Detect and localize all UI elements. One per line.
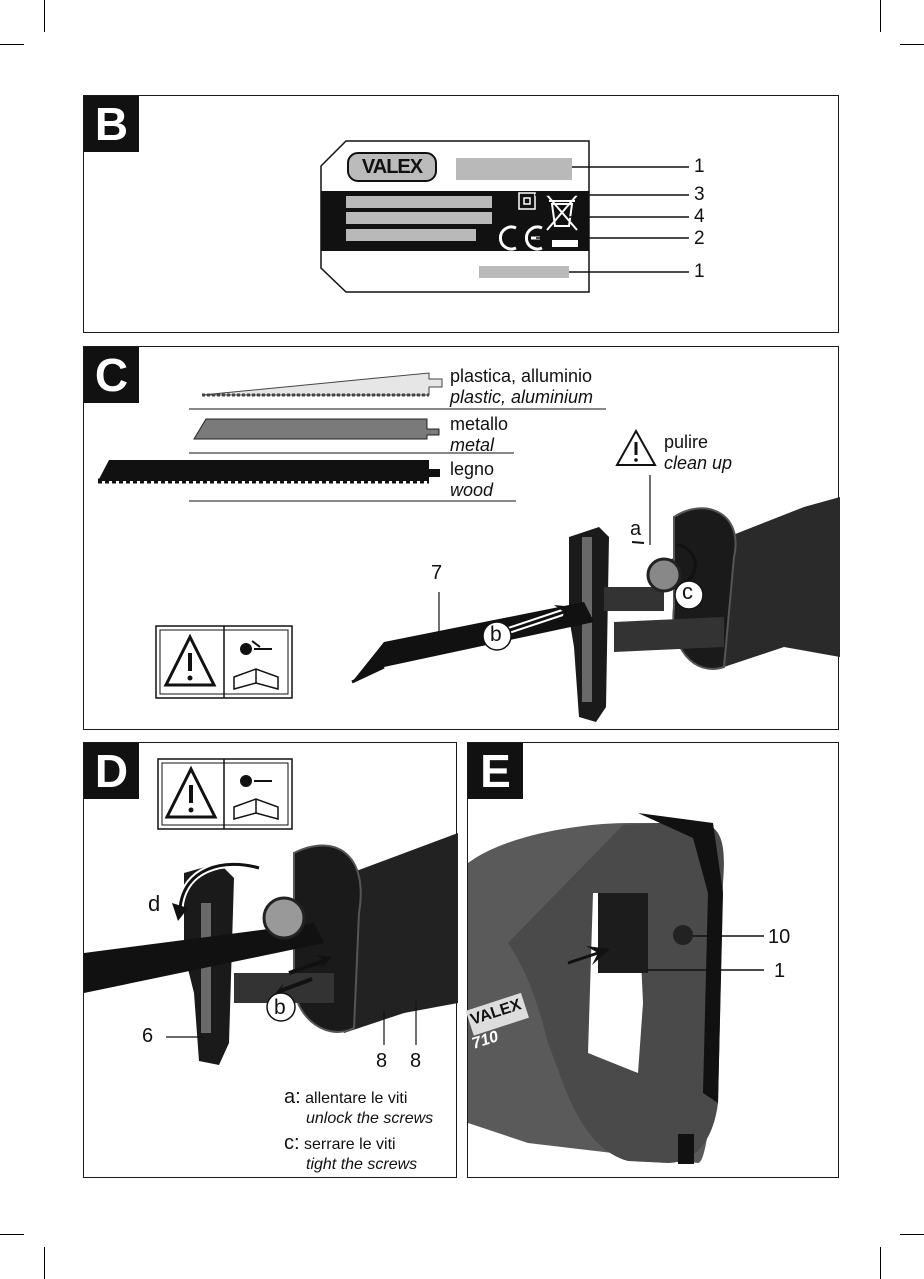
label-c: c: [682, 581, 693, 603]
panel-e: E VALEX 710 10 1: [467, 742, 839, 1178]
rating-label-drawing: [84, 96, 840, 334]
panel-d: D: [83, 742, 457, 1178]
blade-plastic-en: plastic, aluminium: [450, 388, 593, 406]
blade-metal-en: metal: [450, 436, 494, 454]
legend-c-en: tight the screws: [306, 1157, 478, 1173]
warning-triangle-icon: [617, 431, 655, 465]
valex-logo: VALEX: [348, 153, 436, 181]
crop-mark: [0, 1234, 24, 1235]
crop-mark: [0, 44, 24, 45]
callout-1-top: 1: [694, 157, 705, 176]
callout-3: 3: [694, 185, 705, 204]
label-7: 7: [431, 563, 442, 583]
label-b: b: [274, 997, 286, 1018]
legend-c-key: c:: [284, 1132, 300, 1154]
label-6: 6: [142, 1026, 153, 1046]
callout-4: 4: [694, 207, 705, 226]
legend-a-en: unlock the screws: [306, 1111, 478, 1127]
blade-wood-en: wood: [450, 481, 493, 499]
callout-2: 2: [694, 229, 705, 248]
screws-legend: a: allentare le viti unlock the screws c…: [284, 1087, 456, 1159]
label-8-right: 8: [410, 1051, 421, 1071]
crop-mark: [44, 0, 45, 32]
label-1: 1: [774, 961, 785, 981]
crop-mark: [44, 1247, 45, 1279]
warning-it: pulire: [664, 433, 708, 451]
crop-mark: [900, 1234, 924, 1235]
safety-warning-box: [156, 626, 292, 698]
safety-warning-box: [158, 759, 292, 829]
warning-en: clean up: [664, 454, 732, 472]
blade-metal-it: metallo: [450, 415, 508, 433]
legend-a-key: a:: [284, 1086, 301, 1108]
legend-c-it: serrare le viti: [304, 1136, 396, 1153]
label-8-left: 8: [376, 1051, 387, 1071]
label-10: 10: [768, 927, 790, 947]
blade-plastic-it: plastica, alluminio: [450, 367, 592, 385]
label-d: d: [148, 893, 160, 915]
label-a: a: [630, 519, 641, 539]
panel-c: C: [83, 346, 839, 730]
crop-mark: [880, 1247, 881, 1279]
crop-mark: [880, 0, 881, 32]
label-b: b: [490, 624, 502, 645]
callout-1-bottom: 1: [694, 262, 705, 281]
crop-mark: [900, 44, 924, 45]
panel-b: B: [83, 95, 839, 333]
blade-wood-it: legno: [450, 460, 494, 478]
legend-a-it: allentare le viti: [305, 1090, 407, 1107]
